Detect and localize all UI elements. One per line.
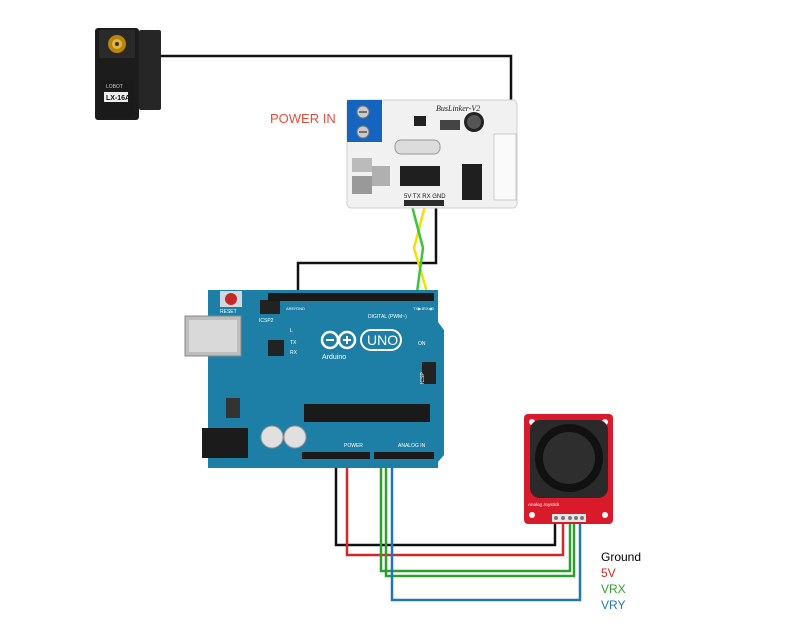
board-ground-wire <box>296 206 438 293</box>
aref-label: AREF <box>286 306 297 311</box>
arduino-uno-board: RESET ICSP2 AREF GND TX▶1 RX◀0 DIGITAL (… <box>184 290 444 468</box>
arduino-logo: UNO Arduino <box>320 329 402 361</box>
vrx-wire-b <box>384 454 576 578</box>
uno-label: UNO <box>367 332 398 348</box>
l-led-label: L <box>290 328 293 334</box>
vrx-wire-a <box>379 454 572 573</box>
legend-vrx: VRX <box>601 582 626 596</box>
5v-wire <box>345 454 565 557</box>
board-pins-label: 5V TX RX GND <box>404 194 446 200</box>
reset-label: RESET <box>220 309 237 315</box>
rx-wire <box>410 205 425 293</box>
tx-led-label: TX <box>290 340 297 346</box>
servo-brand: LOBOT <box>106 84 123 90</box>
arduino-brand: Arduino <box>322 354 346 361</box>
joystick-label: Analog Joystick <box>528 502 560 507</box>
analog-header-label: ANALOG IN <box>398 443 426 449</box>
legend-vry: VRY <box>601 598 626 612</box>
gnd-label: GND <box>296 306 305 311</box>
servo-model: LX-16A <box>106 95 130 102</box>
digital-label: DIGITAL (PWM~) <box>368 314 407 320</box>
servo-motor: LOBOT LX-16A <box>95 28 161 120</box>
board-name: BusLinker-V2 <box>436 104 480 113</box>
bus-linker-board: BusLinker-V2 5V TX RX GND <box>346 99 518 209</box>
on-label: ON <box>418 341 426 347</box>
legend-ground: Ground <box>601 550 642 564</box>
icsp2-label: ICSP2 <box>259 318 274 324</box>
legend-5v: 5V <box>601 566 616 580</box>
tx-pin-label: TX▶1 <box>413 306 424 311</box>
power-in-label: POWER IN <box>270 111 336 126</box>
icsp-label: ICSP <box>420 372 426 384</box>
power-header-label: POWER <box>344 443 363 449</box>
ground-wire <box>334 454 557 547</box>
joystick-module: Analog Joystick <box>524 414 613 524</box>
rx-led-label: RX <box>290 350 298 356</box>
rx-pin-label: RX◀0 <box>423 306 435 311</box>
tx-wire <box>412 205 429 293</box>
vry-wire <box>390 454 582 602</box>
